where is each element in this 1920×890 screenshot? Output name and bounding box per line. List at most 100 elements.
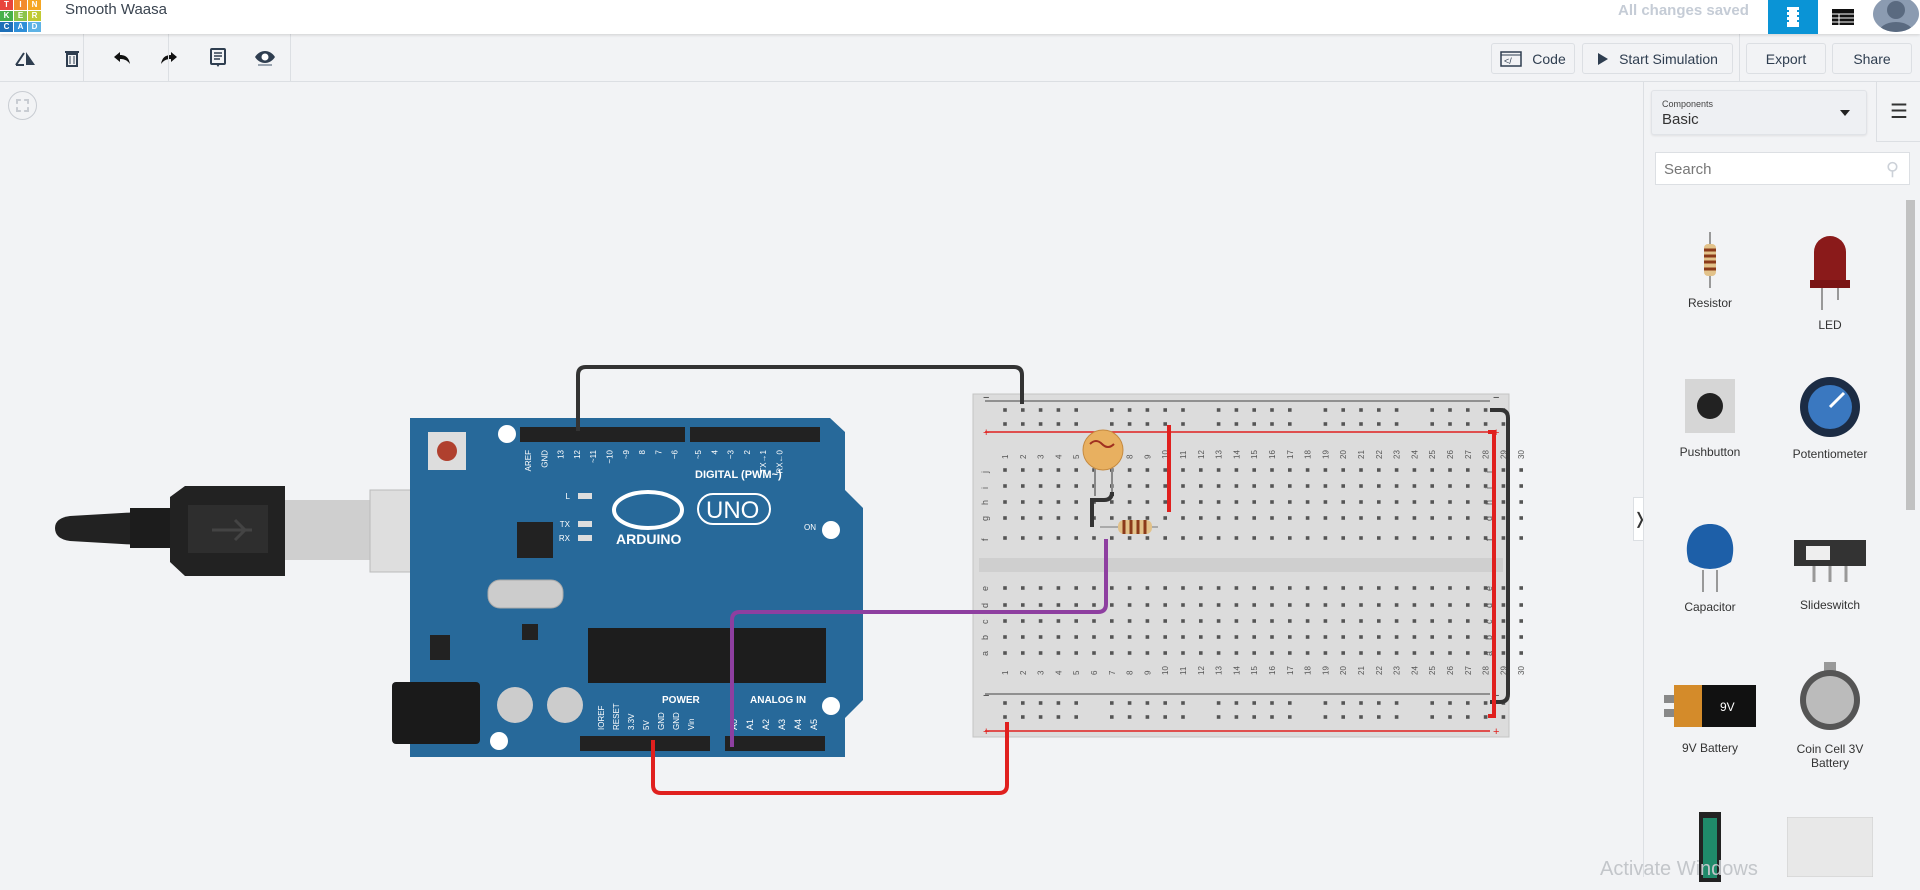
breadboard-hole[interactable] bbox=[1110, 603, 1114, 607]
breadboard-hole[interactable] bbox=[1127, 468, 1132, 472]
breadboard-hole[interactable] bbox=[1056, 651, 1061, 655]
breadboard-hole[interactable] bbox=[1448, 468, 1452, 472]
breadboard-hole[interactable] bbox=[1412, 619, 1417, 623]
breadboard-hole[interactable] bbox=[1501, 651, 1506, 655]
breadboard-hole[interactable] bbox=[1377, 701, 1381, 705]
breadboard-hole[interactable] bbox=[1092, 635, 1096, 639]
breadboard-hole[interactable] bbox=[1359, 619, 1363, 623]
breadboard-hole[interactable] bbox=[1501, 484, 1506, 488]
breadboard-hole[interactable] bbox=[1056, 586, 1061, 590]
breadboard-hole[interactable] bbox=[1181, 536, 1185, 540]
breadboard-hole[interactable] bbox=[1377, 422, 1381, 426]
breadboard-hole[interactable] bbox=[1466, 408, 1470, 412]
breadboard-hole[interactable] bbox=[1056, 516, 1061, 520]
arduino-uno[interactable]: ARDUINO UNO DIGITAL (PWM~) POWER ANALOG … bbox=[392, 418, 863, 757]
breadboard-hole[interactable] bbox=[1003, 408, 1007, 412]
breadboard-hole[interactable] bbox=[1074, 586, 1078, 590]
breadboard-hole[interactable] bbox=[1216, 408, 1221, 412]
breadboard-hole[interactable] bbox=[1288, 586, 1292, 590]
breadboard-hole[interactable] bbox=[1394, 619, 1399, 623]
breadboard-hole[interactable] bbox=[1163, 500, 1167, 504]
breadboard-hole[interactable] bbox=[1466, 536, 1470, 540]
breadboard-hole[interactable] bbox=[1483, 484, 1488, 488]
breadboard-hole[interactable] bbox=[1430, 586, 1434, 590]
breadboard-hole[interactable] bbox=[1092, 603, 1096, 607]
breadboard-hole[interactable] bbox=[1181, 408, 1185, 412]
component-resistor[interactable]: Resistor bbox=[1650, 232, 1770, 310]
breadboard-hole[interactable] bbox=[1466, 635, 1470, 639]
breadboard-hole[interactable] bbox=[1323, 635, 1328, 639]
breadboard-hole[interactable] bbox=[1323, 586, 1328, 590]
breadboard-hole[interactable] bbox=[1216, 422, 1221, 426]
breadboard-hole[interactable] bbox=[1038, 484, 1043, 488]
breadboard-hole[interactable] bbox=[1519, 586, 1523, 590]
breadboard-hole[interactable] bbox=[1092, 619, 1096, 623]
component-slideswitch[interactable]: Slideswitch bbox=[1770, 532, 1890, 612]
breadboard-hole[interactable] bbox=[1092, 651, 1096, 655]
breadboard-hole[interactable] bbox=[1038, 651, 1043, 655]
breadboard-hole[interactable] bbox=[1466, 603, 1470, 607]
breadboard-hole[interactable] bbox=[1483, 422, 1488, 426]
breadboard-hole[interactable] bbox=[1074, 484, 1078, 488]
visibility-button[interactable] bbox=[249, 42, 281, 74]
breadboard-hole[interactable] bbox=[1270, 516, 1274, 520]
breadboard-hole[interactable] bbox=[1394, 635, 1399, 639]
breadboard-hole[interactable] bbox=[1163, 408, 1167, 412]
breadboard-hole[interactable] bbox=[1252, 586, 1256, 590]
breadboard-hole[interactable] bbox=[1288, 516, 1292, 520]
breadboard-hole[interactable] bbox=[1199, 536, 1203, 540]
breadboard-hole[interactable] bbox=[1501, 635, 1506, 639]
breadboard-hole[interactable] bbox=[1483, 651, 1488, 655]
breadboard-hole[interactable] bbox=[1270, 603, 1274, 607]
breadboard-hole[interactable] bbox=[1377, 635, 1381, 639]
breadboard-hole[interactable] bbox=[1270, 408, 1274, 412]
component-coin-cell-battery[interactable]: Coin Cell 3V Battery bbox=[1770, 662, 1890, 770]
breadboard-hole[interactable] bbox=[1448, 408, 1452, 412]
breadboard-hole[interactable] bbox=[1394, 468, 1399, 472]
breadboard-hole[interactable] bbox=[1199, 468, 1203, 472]
breadboard-hole[interactable] bbox=[1234, 500, 1239, 504]
breadboard-hole[interactable] bbox=[1003, 635, 1007, 639]
breadboard-hole[interactable] bbox=[1038, 603, 1043, 607]
breadboard-hole[interactable] bbox=[1021, 484, 1025, 488]
breadboard-hole[interactable] bbox=[1216, 500, 1221, 504]
breadboard-hole[interactable] bbox=[1145, 484, 1150, 488]
breadboard-hole[interactable] bbox=[1021, 651, 1025, 655]
breadboard-hole[interactable] bbox=[1466, 484, 1470, 488]
breadboard-hole[interactable] bbox=[1394, 651, 1399, 655]
breadboard-hole[interactable] bbox=[1305, 516, 1310, 520]
breadboard-hole[interactable] bbox=[1127, 619, 1132, 623]
breadboard-hole[interactable] bbox=[1163, 603, 1167, 607]
components-dropdown[interactable]: Components Basic bbox=[1651, 90, 1867, 135]
breadboard-hole[interactable] bbox=[1377, 500, 1381, 504]
breadboard-hole[interactable] bbox=[1288, 422, 1292, 426]
breadboard-hole[interactable] bbox=[1270, 619, 1274, 623]
breadboard-hole[interactable] bbox=[1199, 651, 1203, 655]
breadboard-hole[interactable] bbox=[1038, 516, 1043, 520]
breadboard-hole[interactable] bbox=[1270, 701, 1274, 705]
breadboard-hole[interactable] bbox=[1430, 536, 1434, 540]
breadboard-hole[interactable] bbox=[1110, 635, 1114, 639]
breadboard-hole[interactable] bbox=[1430, 701, 1434, 705]
breadboard-hole[interactable] bbox=[1519, 484, 1523, 488]
breadboard-hole[interactable] bbox=[1127, 715, 1132, 719]
breadboard-hole[interactable] bbox=[1466, 651, 1470, 655]
breadboard-hole[interactable] bbox=[1003, 586, 1007, 590]
breadboard-hole[interactable] bbox=[1181, 468, 1185, 472]
breadboard-hole[interactable] bbox=[1145, 500, 1150, 504]
breadboard-hole[interactable] bbox=[1127, 500, 1132, 504]
breadboard-hole[interactable] bbox=[1394, 516, 1399, 520]
breadboard-hole[interactable] bbox=[1501, 603, 1506, 607]
breadboard-hole[interactable] bbox=[1288, 619, 1292, 623]
breadboard-hole[interactable] bbox=[1145, 536, 1150, 540]
breadboard-hole[interactable] bbox=[1377, 715, 1381, 719]
breadboard-hole[interactable] bbox=[1341, 484, 1345, 488]
breadboard-hole[interactable] bbox=[1127, 536, 1132, 540]
breadboard-hole[interactable] bbox=[1519, 468, 1523, 472]
breadboard-hole[interactable] bbox=[1252, 468, 1256, 472]
breadboard-hole[interactable] bbox=[1181, 635, 1185, 639]
breadboard-hole[interactable] bbox=[1199, 484, 1203, 488]
breadboard-hole[interactable] bbox=[1377, 468, 1381, 472]
breadboard-hole[interactable] bbox=[1056, 422, 1061, 426]
breadboard-hole[interactable] bbox=[1199, 516, 1203, 520]
